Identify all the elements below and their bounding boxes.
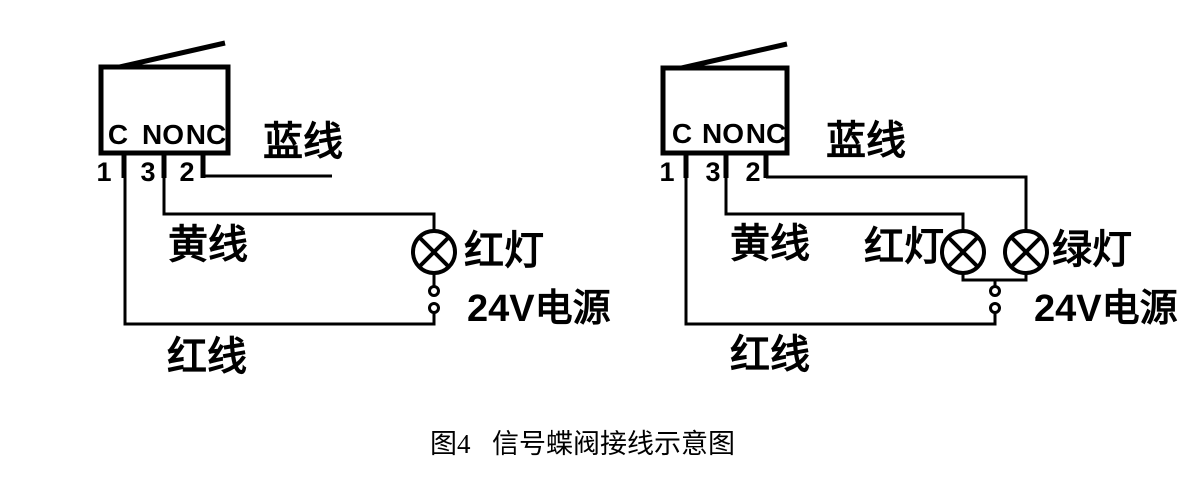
circuit-right: C NO NC 1 3 2 蓝线 黄线 红 xyxy=(659,41,1178,377)
power-terminal-bottom-icon xyxy=(428,302,440,314)
red-lamp-label: 红灯 xyxy=(864,225,944,269)
pin-number-nc: 2 xyxy=(745,157,760,187)
power-terminal-top-icon xyxy=(989,285,1001,297)
pin-number-nc: 2 xyxy=(179,157,194,187)
terminal-label-no: NO xyxy=(702,118,744,149)
switch-body xyxy=(660,65,790,156)
terminal-label-nc: NC xyxy=(186,119,226,150)
power-terminal-bottom-icon xyxy=(989,302,1001,314)
power-supply-label: 24V电源 xyxy=(1034,288,1178,330)
red-wire xyxy=(123,178,436,326)
lamp-bus-wire xyxy=(961,273,1028,282)
lamp-cross-line xyxy=(417,235,451,269)
red-wire-label: 红线 xyxy=(167,335,247,379)
pin-number-c: 1 xyxy=(659,157,674,187)
red-lamp-label: 红灯 xyxy=(464,229,544,273)
power-terminal-top-icon xyxy=(428,285,440,297)
yellow-wire-label: 黄线 xyxy=(730,222,810,266)
lamp-cross-line xyxy=(946,235,980,269)
blue-wire-label: 蓝线 xyxy=(826,119,906,163)
green-lamp-icon xyxy=(1003,229,1049,275)
circuit-left: C NO NC 1 3 2 蓝线 黄线 红灯 24V电源 红线 xyxy=(96,40,611,379)
terminal-label-c: C xyxy=(108,119,128,150)
terminal-label-no: NO xyxy=(142,119,184,150)
red-wire xyxy=(684,178,997,326)
blue-wire xyxy=(766,175,1028,231)
figure-caption: 图4 信号蝶阀接线示意图 xyxy=(430,429,735,459)
pin-number-no: 3 xyxy=(140,157,155,187)
yellow-wire-label: 黄线 xyxy=(168,223,248,267)
caption-number: 图4 xyxy=(430,429,471,459)
red-wire-label: 红线 xyxy=(730,333,810,377)
terminal-label-nc: NC xyxy=(746,118,786,149)
red-lamp-icon xyxy=(411,229,457,275)
pin-number-no: 3 xyxy=(705,157,720,187)
blue-wire-label: 蓝线 xyxy=(263,120,343,164)
terminal-label-c: C xyxy=(672,118,692,149)
pin-number-c: 1 xyxy=(96,157,111,187)
yellow-wire xyxy=(162,177,436,232)
yellow-wire xyxy=(724,177,965,232)
red-lamp-icon xyxy=(940,229,986,275)
caption-title: 信号蝶阀接线示意图 xyxy=(492,429,735,459)
green-lamp-label: 绿灯 xyxy=(1052,228,1132,272)
lamp-cross-line xyxy=(1009,235,1043,269)
power-supply-label: 24V电源 xyxy=(467,288,611,330)
